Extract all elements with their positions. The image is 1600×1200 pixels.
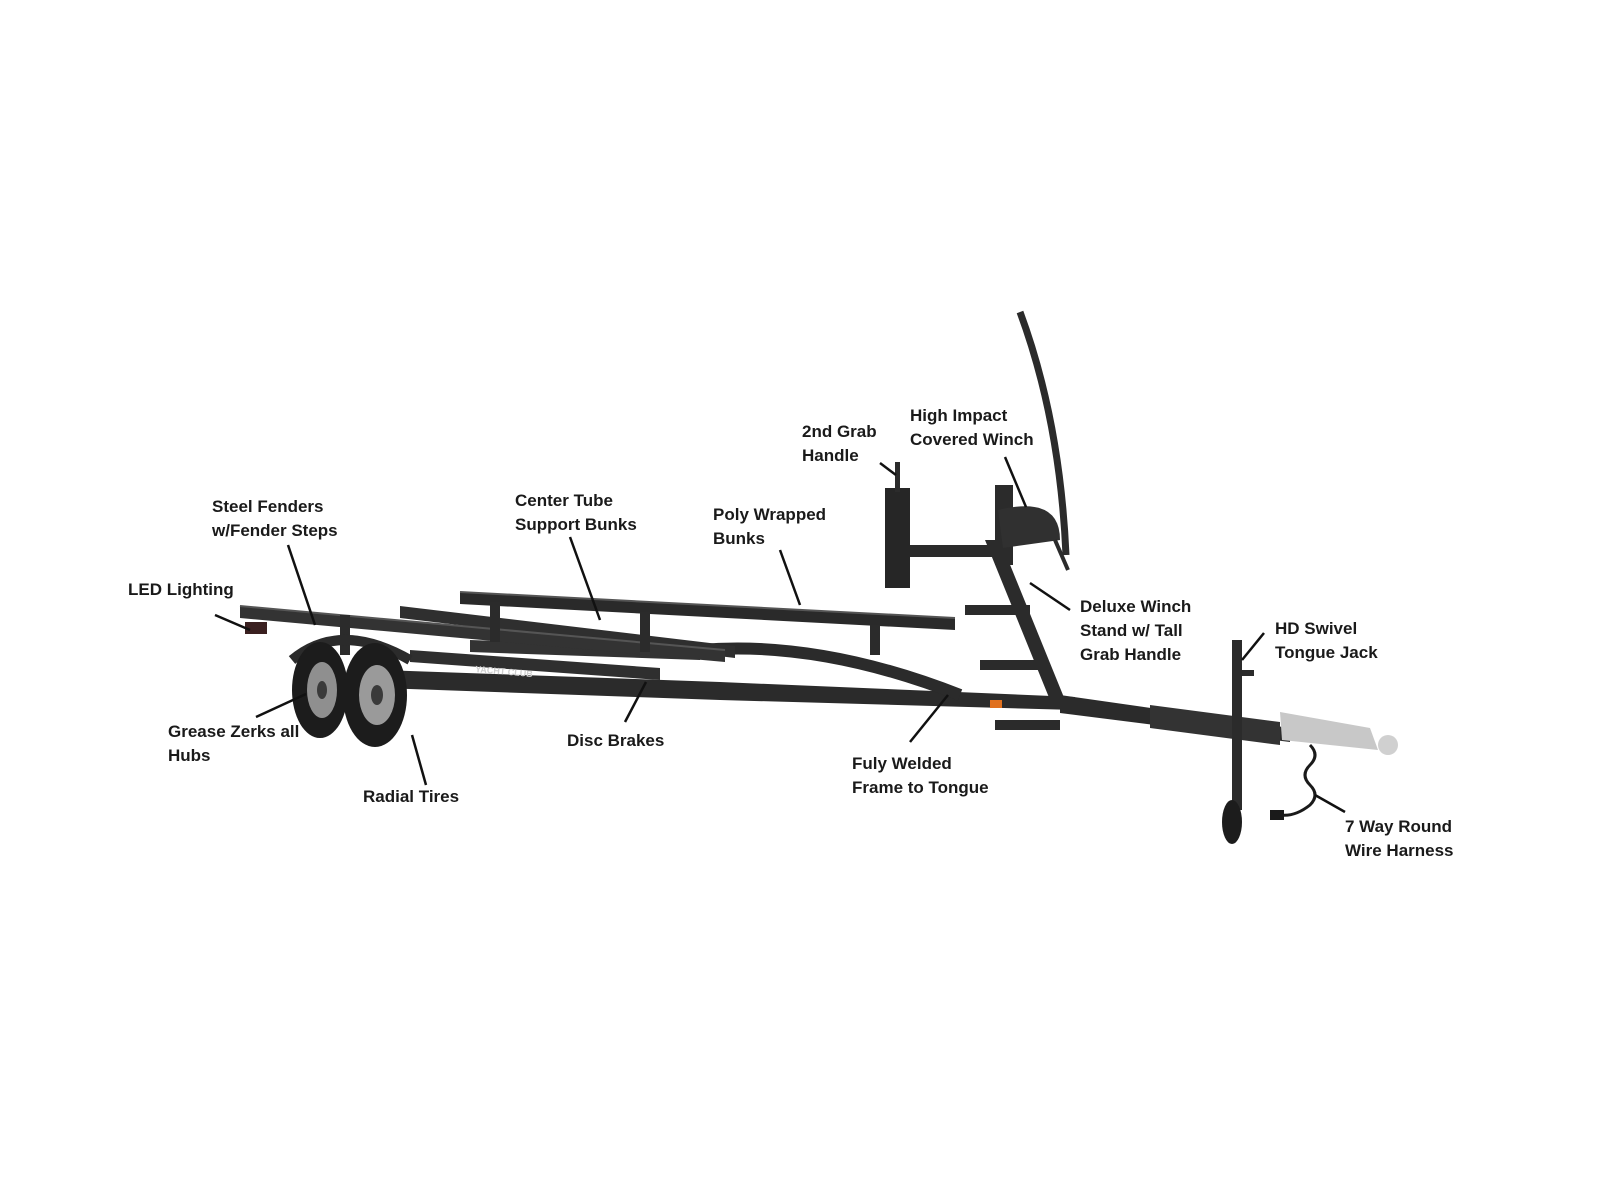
leader-deluxe-winch (1029, 581, 1071, 612)
wire-harness-coil (1279, 743, 1317, 817)
outer-bunk-front (460, 592, 955, 630)
label-line: Stand w/ Tall (1080, 621, 1183, 640)
label-line: Center Tube (515, 491, 613, 510)
coupler (1280, 712, 1378, 750)
covered-winch (998, 506, 1060, 548)
hub-rear (317, 681, 327, 699)
label-poly-wrapped: Poly Wrapped Bunks (713, 503, 826, 551)
label-line: High Impact (910, 406, 1008, 425)
grab-handle-post (895, 462, 900, 492)
winch-step-bottom (995, 720, 1060, 730)
leader-2nd-grab (879, 462, 897, 476)
label-line: Disc Brakes (567, 731, 665, 750)
trailer-illustration: YACHT CLUB (239, 310, 1398, 844)
label-line: Radial Tires (363, 787, 460, 806)
main-frame-rail (380, 670, 1075, 710)
label-wire-harness: 7 Way Round Wire Harness (1345, 815, 1454, 863)
label-line: Deluxe Winch (1080, 597, 1192, 616)
wire-harness-plug (1270, 810, 1284, 820)
leader-wire-harness (1314, 793, 1346, 814)
outer-bunk-rear (240, 606, 725, 662)
grab-handle-arm (905, 545, 1000, 557)
label-led-lighting: LED Lighting (128, 578, 234, 602)
leader-center-tube (568, 536, 602, 621)
coupler-ball (1378, 735, 1398, 755)
label-hd-swivel: HD Swivel Tongue Jack (1275, 617, 1378, 665)
label-line: Grab Handle (1080, 645, 1182, 664)
label-2nd-grab-handle: 2nd Grab Handle (802, 420, 877, 468)
jack-wheel (1222, 800, 1242, 844)
label-line: 7 Way Round (1345, 817, 1453, 836)
label-grease-zerks: Grease Zerks all Hubs (168, 720, 299, 768)
label-center-tube: Center Tube Support Bunks (515, 489, 637, 537)
label-disc-brakes: Disc Brakes (567, 729, 664, 753)
tongue-jack-tube (1232, 640, 1242, 810)
label-radial-tires: Radial Tires (363, 785, 459, 809)
bunk-bracket (870, 625, 880, 655)
leader-poly-wrapped (778, 549, 802, 606)
leader-high-impact (1003, 456, 1028, 508)
winch-crank (1053, 539, 1070, 571)
tongue-jack-handle (1240, 670, 1254, 676)
leader-lines (214, 456, 1346, 814)
label-deluxe-winch: Deluxe Winch Stand w/ Tall Grab Handle (1080, 595, 1191, 667)
tall-grab-handle (1016, 310, 1070, 556)
label-line: 2nd Grab (802, 422, 877, 441)
winch-step-lower (980, 660, 1045, 670)
label-line: w/Fender Steps (212, 521, 338, 540)
leader-radial-tires (410, 734, 428, 786)
label-line: Hubs (168, 746, 211, 765)
label-steel-fenders: Steel Fenders w/Fender Steps (212, 495, 338, 543)
winch-step-upper (965, 605, 1030, 615)
tongue-plate (1150, 705, 1280, 745)
leader-fully-welded (909, 694, 949, 743)
label-line: Support Bunks (515, 515, 637, 534)
label-line: HD Swivel (1275, 619, 1358, 638)
leader-led-lighting (214, 613, 251, 632)
label-line: Covered Winch (910, 430, 1034, 449)
label-line: Frame to Tongue (852, 778, 989, 797)
bunk-bracket (640, 612, 650, 652)
label-line: Wire Harness (1345, 841, 1454, 860)
label-line: LED Lighting (128, 580, 234, 599)
bunk-highlight-1 (459, 591, 956, 619)
label-line: Bunks (713, 529, 765, 548)
frame-side-rail (410, 650, 660, 680)
label-line: Fuly Welded (852, 754, 952, 773)
leader-hd-swivel (1241, 632, 1265, 661)
led-light (245, 622, 267, 634)
label-line: Grease Zerks all (168, 722, 300, 741)
bunk-bracket (490, 602, 500, 642)
grab-handle-panel (885, 488, 910, 588)
hub-front (371, 685, 383, 705)
label-line: Steel Fenders (212, 497, 324, 516)
reflector (990, 700, 1002, 708)
label-fully-welded: Fuly Welded Frame to Tongue (852, 752, 989, 800)
frame-crossmember (470, 640, 700, 660)
label-line: Poly Wrapped (713, 505, 827, 524)
leader-steel-fenders (286, 544, 317, 626)
label-line: Tongue Jack (1275, 643, 1378, 662)
leader-disc-brakes (623, 681, 648, 723)
label-high-impact: High Impact Covered Winch (910, 404, 1034, 452)
leader-grease-zerks (255, 692, 307, 719)
label-line: Handle (802, 446, 859, 465)
